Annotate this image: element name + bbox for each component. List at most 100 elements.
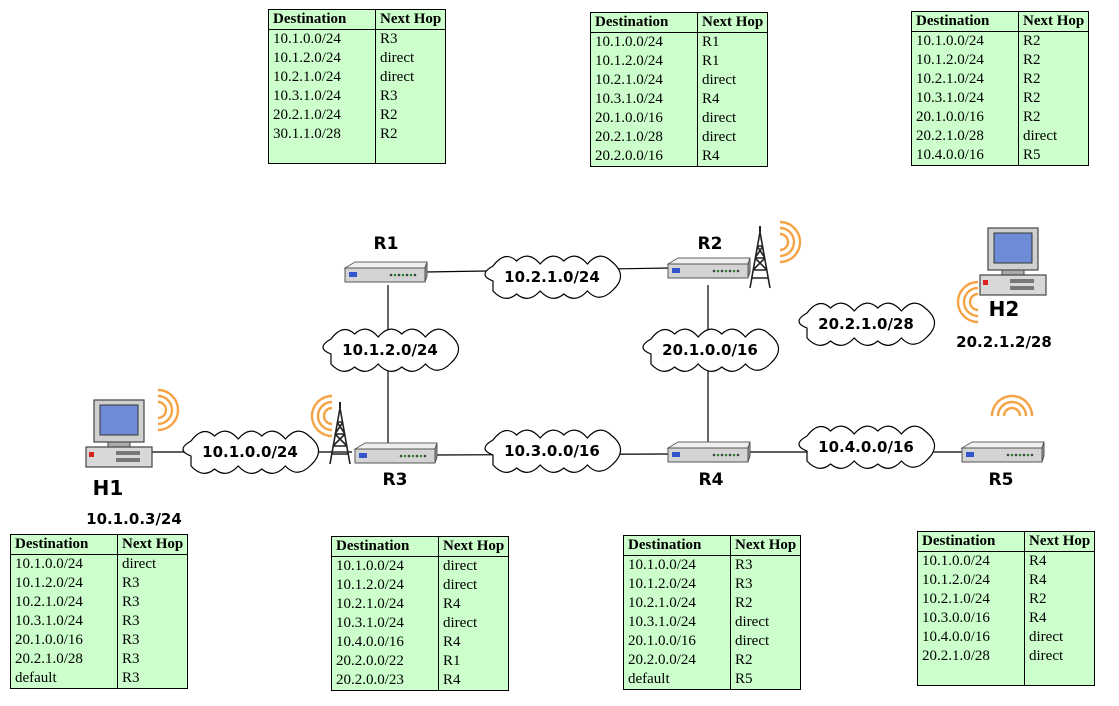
destination-cell: 10.1.0.0/24 (623, 555, 731, 575)
destination-header: Destination (917, 531, 1025, 552)
destination-cell: 10.1.0.0/24 (911, 31, 1019, 51)
signal-arc (1002, 406, 1022, 417)
destination-cell: 10.3.1.0/24 (331, 614, 439, 633)
host-label: H1 (93, 476, 124, 500)
next-hop-cell: R2 (1017, 108, 1090, 127)
tower-frame (329, 407, 351, 465)
next-hop-cell: R3 (729, 575, 802, 594)
next-hop-cell: direct (1023, 647, 1096, 666)
next-hop-cell: direct (729, 613, 802, 632)
next-hop-cell: R4 (1023, 551, 1096, 571)
drive-bay-icon (116, 451, 140, 455)
next-hop-cell: R2 (729, 594, 802, 613)
next-hop-cell: R4 (1023, 571, 1096, 590)
computer-case-icon (85, 446, 153, 468)
next-hop-cell: R2 (1017, 31, 1090, 51)
router-led-icon (712, 453, 716, 457)
drive-bay-icon (1010, 279, 1034, 283)
next-hop-cell: direct (729, 632, 802, 651)
destination-cell: 10.1.2.0/24 (268, 49, 376, 68)
destination-cell: 20.2.1.0/24 (268, 106, 376, 125)
wireless-signal-icon (956, 280, 979, 324)
router-led-icon (1022, 453, 1026, 457)
destination-cell: 10.3.1.0/24 (268, 87, 376, 106)
destination-cell: 20.2.1.0/28 (917, 647, 1025, 666)
router-led-icon (720, 453, 724, 457)
router-led-icon (732, 453, 736, 457)
destination-cell: 10.1.0.0/24 (10, 554, 118, 574)
destination-cell: 20.2.0.0/24 (623, 651, 731, 670)
destination-cell (917, 666, 1025, 686)
destination-cell: 10.3.0.0/16 (917, 609, 1025, 628)
router-side (1041, 441, 1045, 463)
network-label: 10.4.0.0/16 (818, 438, 914, 456)
destination-cell: 20.2.1.0/28 (10, 650, 118, 669)
destination-cell: 20.2.0.0/23 (331, 671, 439, 691)
next-hop-cell: R4 (437, 633, 510, 652)
destination-cell: 10.1.2.0/24 (590, 52, 698, 71)
router-top (666, 257, 751, 265)
destination-header: Destination (331, 536, 439, 557)
router-led-icon (1026, 453, 1030, 457)
destination-cell (268, 144, 376, 164)
network-cloud: 10.4.0.0/16 (798, 425, 936, 469)
destination-cell: 20.1.0.0/16 (911, 108, 1019, 127)
next-hop-cell: R1 (696, 32, 769, 52)
next-hop-cell (374, 144, 447, 164)
next-hop-cell: R2 (374, 106, 447, 125)
next-hop-cell: R2 (729, 651, 802, 670)
destination-cell: 10.4.0.0/16 (911, 146, 1019, 166)
network-label: 10.1.2.0/24 (342, 341, 438, 359)
next-hop-cell: direct (696, 128, 769, 147)
next-hop-cell: R3 (116, 612, 189, 631)
next-hop-cell: direct (374, 49, 447, 68)
router-label: R1 (374, 234, 399, 254)
router-label: R5 (989, 470, 1014, 490)
signal-arc (968, 292, 979, 312)
network-cloud: 10.2.1.0/24 (484, 255, 622, 299)
router-r5 (960, 441, 1045, 463)
destination-cell: 20.1.0.0/16 (10, 631, 118, 650)
next-hop-cell: R3 (116, 669, 189, 689)
next-hop-cell: R4 (1023, 609, 1096, 628)
destination-header: Destination (590, 12, 698, 33)
router-side (434, 442, 438, 464)
next-hop-cell: R4 (696, 90, 769, 109)
router-led-icon (411, 454, 415, 458)
network-label: 10.1.0.0/24 (202, 443, 298, 461)
router-top (353, 442, 438, 450)
signal-arc (157, 388, 180, 432)
next-hop-header: Next Hop (729, 535, 802, 556)
destination-cell: 10.1.0.0/24 (590, 32, 698, 52)
next-hop-cell: R2 (1017, 70, 1090, 89)
destination-cell: 10.2.1.0/24 (917, 590, 1025, 609)
router-led-icon (409, 273, 413, 277)
network-cloud: 20.2.1.0/28 (798, 302, 936, 346)
signal-arc (956, 280, 979, 324)
signal-arc (157, 400, 168, 420)
destination-cell: 30.1.1.0/28 (268, 125, 376, 144)
next-hop-cell: R4 (437, 671, 510, 691)
signal-arc (779, 220, 802, 264)
destination-cell: 20.1.0.0/16 (590, 109, 698, 128)
next-hop-header: Next Hop (437, 536, 510, 557)
wireless-signal-icon (157, 388, 180, 432)
